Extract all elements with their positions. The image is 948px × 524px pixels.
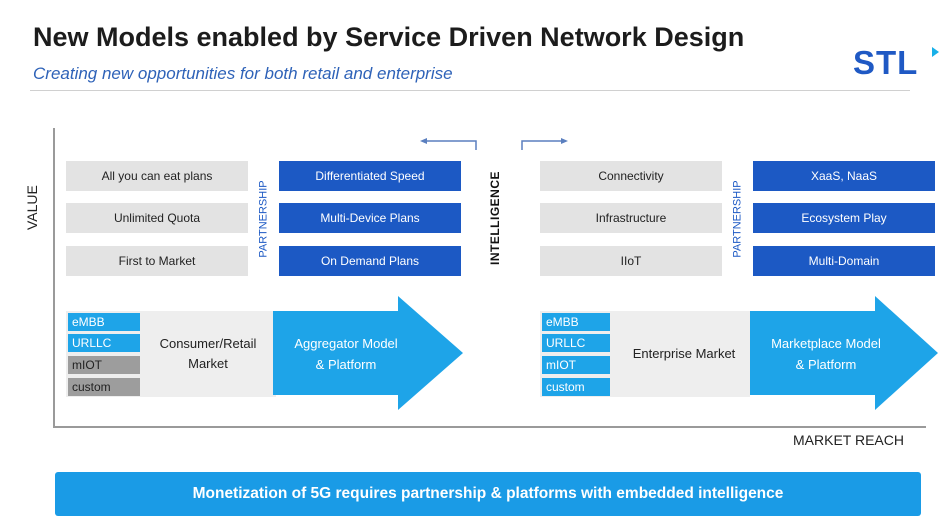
stl-logo: STL xyxy=(853,44,919,81)
left-blue-box: Differentiated Speed xyxy=(279,161,461,191)
intelligence-label-wrap: INTELLIGENCE xyxy=(455,160,535,276)
left-market-line1: Consumer/Retail xyxy=(159,336,257,351)
right-blue-box: Ecosystem Play xyxy=(753,203,935,233)
right-marketplace-arrow xyxy=(750,296,938,410)
right-tag: mIOT xyxy=(542,356,610,374)
left-blue-box: Multi-Device Plans xyxy=(279,203,461,233)
right-gray-box: Infrastructure xyxy=(540,203,722,233)
right-blue-box: Multi-Domain xyxy=(753,246,935,276)
logo-accent-icon xyxy=(932,47,939,57)
left-arrow-label: Aggregator Model & Platform xyxy=(276,333,416,375)
right-tag: eMBB xyxy=(542,313,610,331)
right-tag: URLLC xyxy=(542,334,610,352)
left-gray-box: Unlimited Quota xyxy=(66,203,248,233)
left-arrow-line2: & Platform xyxy=(315,357,377,372)
right-gray-box: IIoT xyxy=(540,246,722,276)
x-axis-label: MARKET REACH xyxy=(793,432,904,448)
left-partnership-label: PARTNERSHIP xyxy=(258,179,271,258)
left-partnership-wrap: PARTNERSHIP xyxy=(250,161,278,276)
monetization-banner: Monetization of 5G requires partnership … xyxy=(55,472,921,516)
left-blue-box: On Demand Plans xyxy=(279,246,461,276)
left-gray-box: All you can eat plans xyxy=(66,161,248,191)
right-market-label: Enterprise Market xyxy=(632,346,736,361)
left-tag: eMBB xyxy=(68,313,140,331)
left-aggregator-arrow xyxy=(273,296,463,410)
intelligence-arrows xyxy=(420,138,568,150)
header-divider xyxy=(30,90,910,91)
right-gray-box: Connectivity xyxy=(540,161,722,191)
x-axis xyxy=(53,426,926,428)
right-partnership-label: PARTNERSHIP xyxy=(732,179,745,258)
y-axis-label: VALUE xyxy=(24,185,40,230)
right-arrow-line1: Marketplace Model xyxy=(771,336,881,351)
left-tag: mIOT xyxy=(68,356,140,374)
right-tag: custom xyxy=(542,378,610,396)
right-blue-box: XaaS, NaaS xyxy=(753,161,935,191)
y-axis xyxy=(53,128,55,428)
intelligence-label: INTELLIGENCE xyxy=(488,170,503,266)
left-arrow-line1: Aggregator Model xyxy=(294,336,398,351)
page-title: New Models enabled by Service Driven Net… xyxy=(33,22,745,52)
left-market-line2: Market xyxy=(188,356,228,371)
page-subtitle: Creating new opportunities for both reta… xyxy=(33,64,453,83)
right-arrow-label: Marketplace Model & Platform xyxy=(754,333,898,375)
left-tag: URLLC xyxy=(68,334,140,352)
right-arrow-line2: & Platform xyxy=(795,357,857,372)
left-tag: custom xyxy=(68,378,140,396)
right-partnership-wrap: PARTNERSHIP xyxy=(724,161,752,276)
left-gray-box: First to Market xyxy=(66,246,248,276)
left-market-label: Consumer/Retail Market xyxy=(143,334,273,374)
